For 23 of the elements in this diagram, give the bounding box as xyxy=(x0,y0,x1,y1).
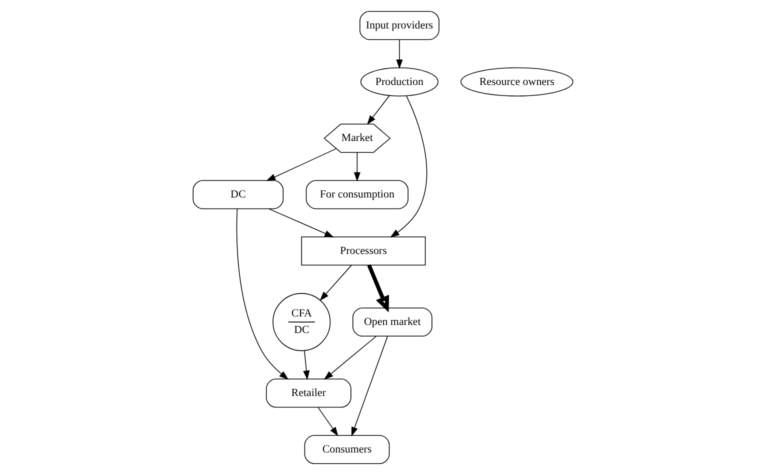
node-ellipse: Production xyxy=(360,67,438,96)
node-ellipse: Resource owners xyxy=(460,67,574,96)
arrow xyxy=(236,208,289,380)
node-box: For consumption xyxy=(306,180,408,210)
arrow xyxy=(354,152,360,182)
node-box: Open market xyxy=(352,308,432,337)
arrow xyxy=(366,95,390,125)
node-box: Input providers xyxy=(360,11,440,40)
arrow xyxy=(367,264,390,312)
arrow xyxy=(268,208,334,238)
arrow xyxy=(324,336,377,380)
arrow xyxy=(390,96,428,238)
node-box: DC xyxy=(192,180,284,210)
node-box: Retailer xyxy=(266,378,352,408)
arrow xyxy=(266,148,337,181)
node-box: Processors xyxy=(301,236,426,266)
arrow xyxy=(396,39,403,69)
arrow xyxy=(318,407,338,436)
arrow xyxy=(320,264,352,301)
node-circle: CFA DC xyxy=(272,293,331,352)
arrow xyxy=(303,350,310,380)
node-box: Consumers xyxy=(304,435,390,464)
arrow xyxy=(351,336,388,436)
